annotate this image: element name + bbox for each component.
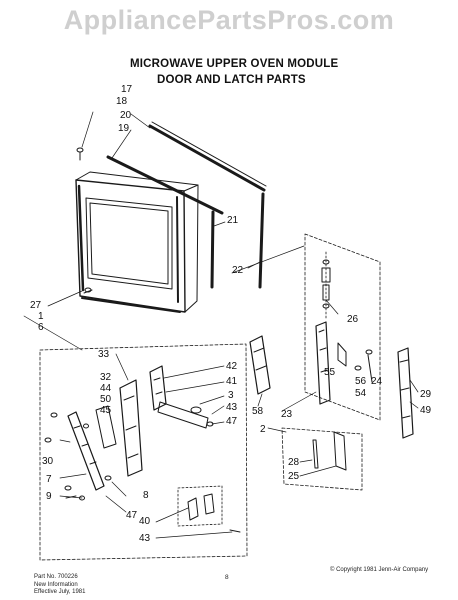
door-screw-top (76, 147, 84, 161)
hinge-pin-parts (104, 475, 127, 513)
callout-20: 20 (120, 110, 132, 121)
watermark: AppliancePartsPros.com (63, 5, 395, 35)
hinge-cam-assembly (149, 365, 214, 429)
footer-page-number: 8 (225, 574, 229, 581)
callout-45: 45 (100, 405, 112, 416)
callout-9: 9 (46, 491, 52, 502)
hinge-plate (67, 405, 117, 491)
callout-43: 43 (226, 402, 238, 413)
latch-hook (249, 335, 271, 395)
callout-58: 58 (252, 406, 264, 417)
callout-25: 25 (288, 471, 300, 482)
door-hinge-arm (115, 353, 143, 477)
switch-actuator-parts (267, 427, 347, 477)
callout-41: 41 (226, 376, 238, 387)
callout-55: 55 (324, 367, 336, 378)
callout-23: 23 (281, 409, 293, 420)
door-switch-enclosure (177, 485, 223, 527)
footer-part-number: Part No. 700226 (34, 574, 78, 580)
hinge-module-enclosure (39, 343, 248, 561)
callout-30: 30 (42, 456, 54, 467)
oven-door-assembly (75, 171, 199, 313)
callout-21: 21 (227, 215, 239, 226)
hinge-screws (44, 412, 89, 443)
callout-40: 40 (139, 516, 151, 527)
callout-24: 24 (371, 376, 383, 387)
callout-28: 28 (288, 457, 300, 468)
footer-new-information: New Information (34, 581, 78, 588)
latch-spring-assembly (321, 251, 339, 319)
callout-49: 49 (420, 405, 432, 416)
callout-32: 32 (100, 372, 112, 383)
callout-50: 50 (100, 394, 112, 405)
callout-3: 3 (228, 390, 234, 401)
callout-43-lower: 43 (139, 533, 151, 544)
door-side-gasket (210, 192, 265, 289)
callout-1: 1 (38, 311, 44, 322)
latch-module-enclosure (304, 233, 381, 421)
switch-subassembly-enclosure (281, 427, 363, 491)
callout-19: 19 (118, 123, 130, 134)
callout-42: 42 (226, 361, 238, 372)
footer-effective-date: Effective July, 1981 (34, 589, 86, 595)
callout-17: 17 (121, 84, 133, 95)
lower-hinge-parts (59, 439, 87, 501)
door-switch-parts (155, 493, 241, 539)
door-screw-bottom (83, 287, 93, 294)
callout-54: 54 (355, 388, 367, 399)
callout-22: 22 (232, 265, 244, 276)
callout-labels: 17 18 20 19 21 22 27 1 6 26 33 42 41 3 4… (30, 84, 432, 544)
door-top-gasket (148, 121, 267, 192)
callout-6: 6 (38, 322, 44, 333)
callout-47-lower: 47 (126, 510, 138, 521)
callout-47: 47 (226, 416, 238, 427)
diagram-subtitle: DOOR AND LATCH PARTS (157, 74, 306, 86)
callout-33: 33 (98, 349, 110, 360)
callout-29: 29 (420, 389, 432, 400)
callout-26: 26 (347, 314, 359, 325)
callout-7: 7 (46, 474, 52, 485)
callout-27: 27 (30, 300, 42, 311)
callout-56: 56 (355, 376, 367, 387)
door-choke-strip (106, 155, 224, 215)
diagram-title: MICROWAVE UPPER OVEN MODULE (130, 58, 339, 70)
footer-copyright: © Copyright 1981 Jenn-Air Company (330, 567, 429, 573)
latch-bracket (315, 321, 373, 405)
footer-part-info: Part No. 700226 New Information Effectiv… (34, 574, 85, 597)
callout-2: 2 (260, 424, 266, 435)
latch-actuator-rod (397, 347, 414, 439)
callout-18: 18 (116, 96, 128, 107)
callout-8: 8 (143, 490, 149, 501)
callout-44: 44 (100, 383, 112, 394)
